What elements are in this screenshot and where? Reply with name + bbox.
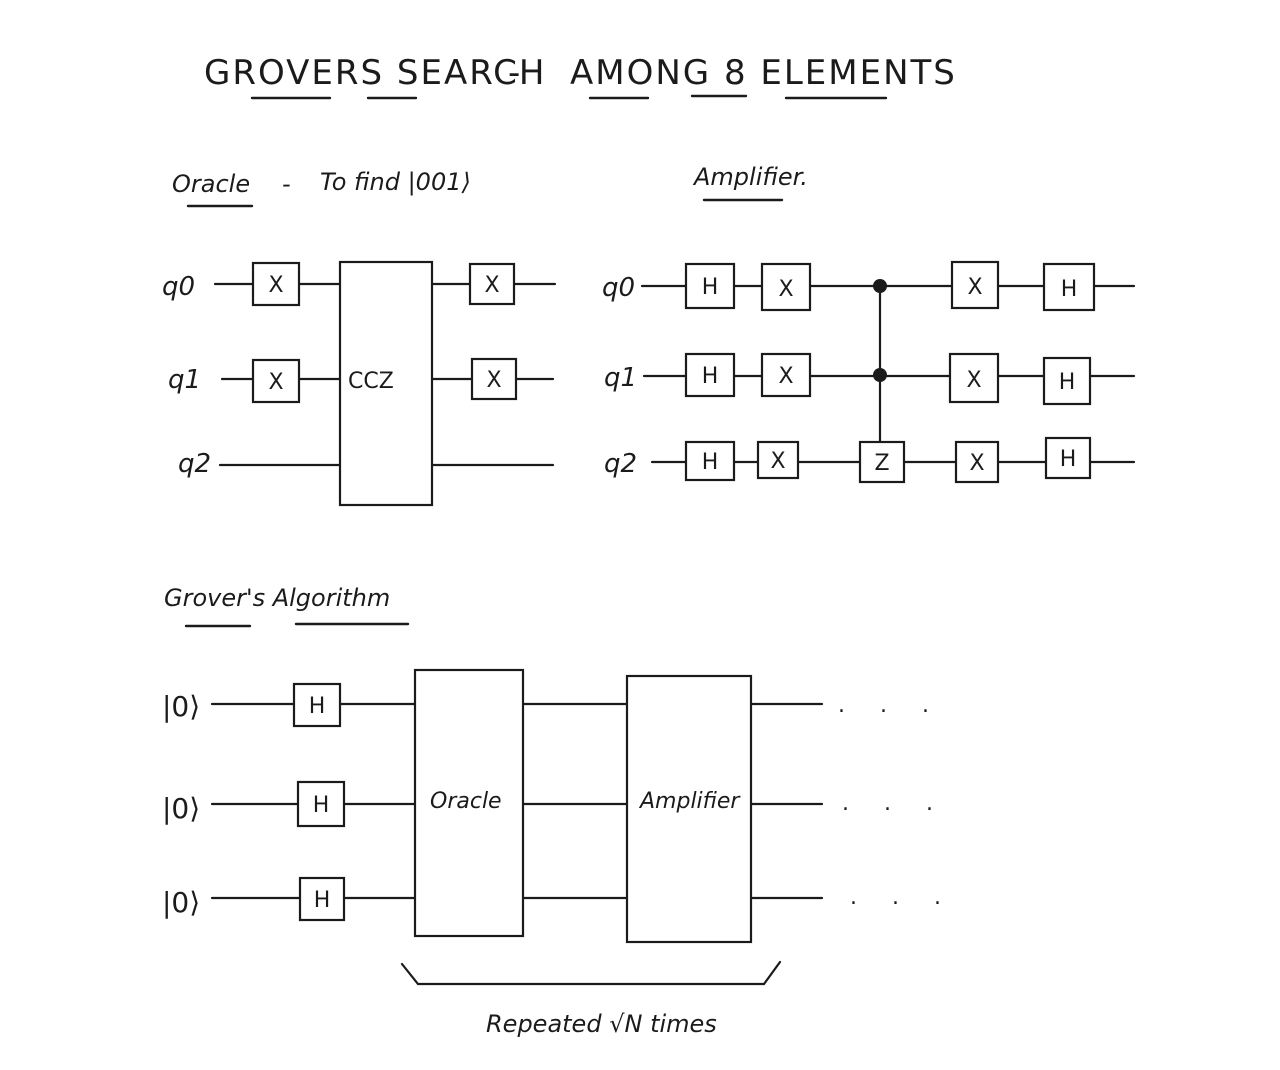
oracle-qubit-label: q2 xyxy=(178,449,211,479)
amplifier-box xyxy=(625,674,753,944)
grover-section: Grover's Algorithm |0⟩ |0⟩ |0⟩ H H H Ora… xyxy=(162,584,955,1038)
oracle-heading-rest: To find |001⟩ xyxy=(320,168,471,196)
x-gate xyxy=(468,262,516,306)
input-ket: |0⟩ xyxy=(162,886,200,919)
z-gate-label: Z xyxy=(874,451,889,476)
h-gate xyxy=(296,780,346,828)
continuation-dots: . . . xyxy=(842,791,947,816)
oracle-qubit-label: q0 xyxy=(162,272,195,302)
repeat-label: Repeated √N times xyxy=(486,1010,717,1038)
x-gate xyxy=(760,262,812,312)
input-ket: |0⟩ xyxy=(162,690,200,723)
x-gate-label: X xyxy=(268,370,283,395)
x-gate-label: X xyxy=(486,368,501,393)
h-gate-label: H xyxy=(1060,447,1077,472)
amplifier-heading: Amplifier. xyxy=(692,163,808,191)
x-gate-label: X xyxy=(966,368,981,393)
control-dot xyxy=(873,279,887,293)
h-gate xyxy=(298,876,346,922)
x-gate xyxy=(251,261,301,307)
continuation-dots: . . . xyxy=(838,693,943,718)
x-gate xyxy=(251,358,301,404)
title-dash: - xyxy=(508,53,522,93)
amplifier-box-label: Amplifier xyxy=(638,789,741,814)
control-dot xyxy=(873,368,887,382)
continuation-dots: . . . xyxy=(850,885,955,910)
oracle-heading-dash: - xyxy=(282,170,291,198)
oracle-qubit-label: q1 xyxy=(168,365,201,395)
h-gate xyxy=(684,352,736,398)
amplifier-qubit-label: q2 xyxy=(604,449,637,479)
h-gate-label: H xyxy=(1061,277,1078,302)
h-gate-label: H xyxy=(702,275,719,300)
h-gate xyxy=(1042,356,1092,406)
h-gate xyxy=(684,262,736,310)
amplifier-qubit-label: q1 xyxy=(604,363,637,393)
amplifier-qubit-label: q0 xyxy=(602,273,635,303)
title-part2: AMONG 8 ELEMENTS xyxy=(570,53,957,93)
x-gate xyxy=(948,352,1000,404)
h-gate xyxy=(1044,436,1092,480)
ccz-gate xyxy=(338,260,434,507)
h-gate-label: H xyxy=(309,694,326,719)
oracle-heading: Oracle xyxy=(172,170,250,198)
x-gate-label: X xyxy=(268,273,283,298)
h-gate xyxy=(1042,262,1096,312)
h-gate-label: H xyxy=(1059,370,1076,395)
x-gate xyxy=(760,352,812,398)
input-ket: |0⟩ xyxy=(162,792,200,825)
h-gate-label: H xyxy=(702,450,719,475)
h-gate xyxy=(292,682,342,728)
title-part1: GROVERS SEARCH xyxy=(204,53,546,93)
x-gate xyxy=(756,440,800,480)
x-gate xyxy=(950,260,1000,310)
x-gate xyxy=(954,440,1000,484)
x-gate-label: X xyxy=(770,449,785,474)
repeat-brace xyxy=(400,960,782,986)
page-title: GROVERS SEARCH - AMONG 8 ELEMENTS xyxy=(204,53,957,100)
h-gate-label: H xyxy=(313,793,330,818)
x-gate xyxy=(470,357,518,401)
z-gate xyxy=(858,440,906,484)
h-gate xyxy=(684,440,736,482)
x-gate-label: X xyxy=(967,275,982,300)
grover-heading: Grover's Algorithm xyxy=(164,584,390,612)
oracle-section: Oracle - To find |001⟩ q0 q1 q2 X X CCZ … xyxy=(162,168,557,507)
h-gate-label: H xyxy=(314,888,331,913)
h-gate-label: H xyxy=(702,364,719,389)
amplifier-section: Amplifier. q0 q1 q2 H H H X X X Z X X xyxy=(602,163,1136,484)
x-gate-label: X xyxy=(484,273,499,298)
x-gate-label: X xyxy=(778,364,793,389)
x-gate-label: X xyxy=(778,277,793,302)
oracle-box xyxy=(413,668,525,938)
oracle-box-label: Oracle xyxy=(430,789,502,814)
ccz-gate-label: CCZ xyxy=(348,369,394,394)
x-gate-label: X xyxy=(969,451,984,476)
